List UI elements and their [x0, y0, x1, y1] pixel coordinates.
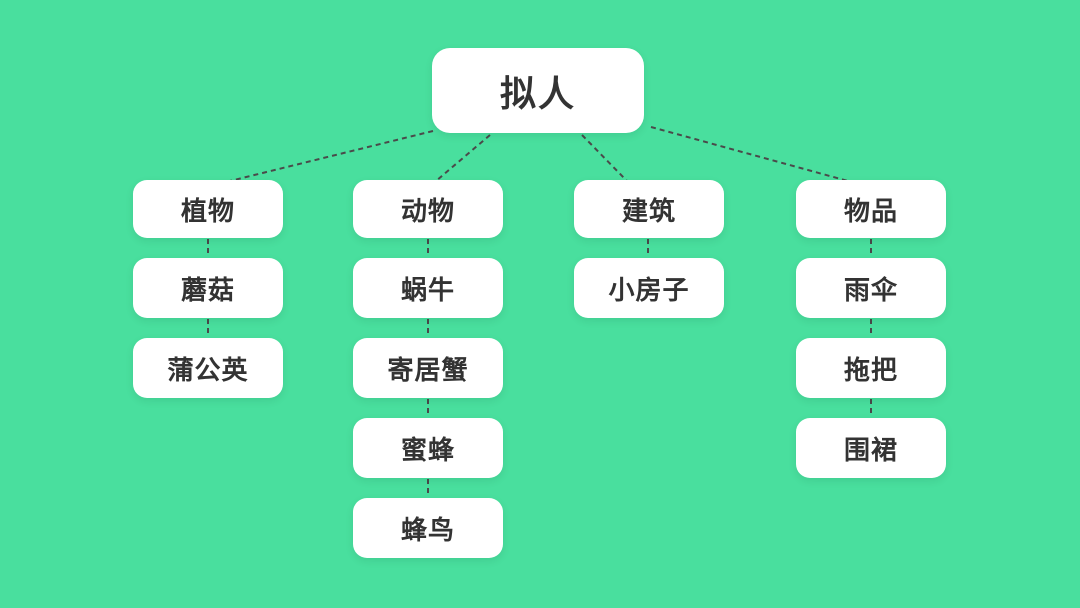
leaf-node-label: 小房子: [608, 274, 690, 305]
branch-node-label: 植物: [180, 195, 235, 226]
leaf-node-label: 围裙: [843, 434, 898, 465]
connector-root-plants: [229, 130, 434, 182]
leaf-node-label: 蜜蜂: [400, 434, 455, 465]
leaf-node-label: 蒲公英: [167, 354, 249, 385]
connector-root-animals: [435, 134, 491, 182]
branch-node-label: 动物: [400, 195, 455, 226]
leaf-node-small-house[interactable]: 小房子: [574, 258, 724, 318]
leaf-node-apron[interactable]: 围裙: [796, 418, 946, 478]
root-node-label: 拟人: [499, 72, 576, 114]
leaf-node-bee[interactable]: 蜜蜂: [353, 418, 503, 478]
branch-node-animals[interactable]: 动物: [353, 180, 503, 238]
leaf-node-umbrella[interactable]: 雨伞: [796, 258, 946, 318]
leaf-node-label: 蜂鸟: [400, 514, 455, 545]
connector-root-objects: [650, 126, 849, 182]
leaf-node-label: 寄居蟹: [387, 354, 469, 385]
leaf-node-dandelion[interactable]: 蒲公英: [133, 338, 283, 398]
leaf-node-snail[interactable]: 蜗牛: [353, 258, 503, 318]
root-node[interactable]: 拟人: [432, 48, 644, 133]
leaf-node-label: 蜗牛: [400, 274, 455, 305]
leaf-node-label: 雨伞: [843, 274, 898, 305]
branch-node-plants[interactable]: 植物: [133, 180, 283, 238]
branch-node-objects[interactable]: 物品: [796, 180, 946, 238]
branch-node-buildings[interactable]: 建筑: [574, 180, 724, 238]
leaf-node-hermit-crab[interactable]: 寄居蟹: [353, 338, 503, 398]
leaf-node-mushroom[interactable]: 蘑菇: [133, 258, 283, 318]
leaf-node-label: 拖把: [843, 354, 898, 385]
leaf-node-label: 蘑菇: [180, 274, 235, 305]
branch-node-label: 物品: [843, 195, 898, 226]
leaf-node-mop[interactable]: 拖把: [796, 338, 946, 398]
branch-node-label: 建筑: [621, 195, 676, 226]
leaf-node-hummingbird[interactable]: 蜂鸟: [353, 498, 503, 558]
connector-root-buildings: [581, 134, 628, 182]
